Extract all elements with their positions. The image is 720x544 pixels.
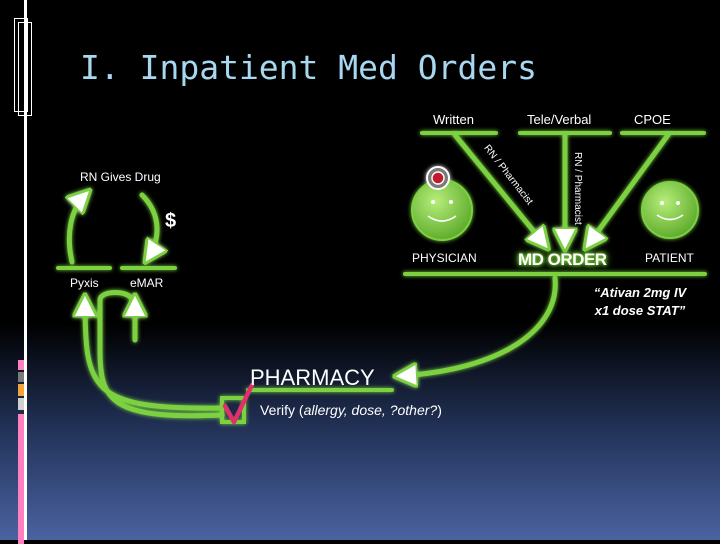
emar-label: eMAR — [130, 276, 164, 290]
order-example-line1: “Ativan 2mg IV — [593, 285, 687, 300]
verify-text: Verify (allergy, dose, ?other?) — [260, 402, 442, 418]
left-accent-bar — [24, 0, 27, 540]
check-mark-icon — [222, 382, 255, 425]
pharmacy-to-emar-arrow — [97, 290, 225, 419]
verify-prefix: Verify ( — [260, 402, 304, 418]
verify-detail: allergy, dose, ?other? — [303, 402, 438, 418]
order-to-pharmacy-arrow — [400, 275, 558, 376]
source-televerbal: Tele/Verbal — [527, 112, 592, 127]
page-title: I. Inpatient Med Orders — [80, 48, 537, 87]
source-written: Written — [433, 112, 474, 127]
cost-dollar-sign: $ — [165, 210, 177, 232]
rn-gives-drug-label: RN Gives Drug — [80, 170, 161, 184]
patient-label: PATIENT — [645, 251, 694, 265]
physician-icon — [411, 166, 473, 241]
md-order-label: MD ORDER — [518, 250, 607, 269]
order-example: “Ativan 2mg IV x1 dose STAT” — [590, 284, 690, 320]
corner-squares-top — [14, 18, 32, 116]
pharmacy-label: PHARMACY — [250, 365, 375, 390]
color-block-strip — [18, 360, 24, 544]
patient-icon — [641, 181, 699, 239]
order-example-line2: x1 dose STAT” — [594, 303, 686, 318]
cpoe-arrow — [588, 132, 671, 245]
pyxis-label: Pyxis — [70, 276, 99, 290]
written-arrow — [452, 132, 545, 245]
physician-label: PHYSICIAN — [412, 251, 477, 265]
pyxis-to-rn-arrow — [69, 194, 86, 265]
rn-to-emar-arrow — [139, 192, 157, 258]
channel-label-televerbal: RN / Pharmacist — [572, 152, 583, 225]
verify-suffix: ) — [437, 402, 442, 418]
source-cpoe: CPOE — [634, 112, 671, 127]
